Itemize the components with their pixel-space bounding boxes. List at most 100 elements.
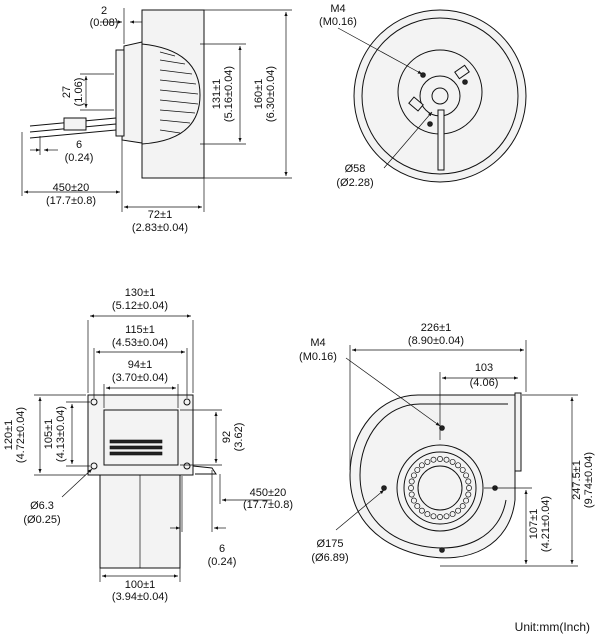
scroll-dia-mm: Ø175 bbox=[317, 538, 344, 550]
scroll-w226-in: (8.90±0.04) bbox=[408, 335, 464, 347]
scroll-h107-in: (4.21±0.04) bbox=[540, 496, 552, 552]
outlet-grille bbox=[109, 439, 163, 456]
outlet-w115-in: (4.53±0.04) bbox=[112, 337, 168, 349]
impeller-blade bbox=[424, 458, 431, 465]
scroll-impeller-blades bbox=[408, 456, 472, 520]
side-impeller-fins bbox=[159, 51, 199, 134]
side-flange-mm: 27 bbox=[61, 86, 73, 98]
outlet-view: 130±1 (5.12±0.04) 115±1 (4.53±0.04) 94±1… bbox=[3, 287, 293, 603]
side-cable-mm: 450±20 bbox=[53, 182, 90, 194]
scroll-thread: M4 bbox=[310, 337, 325, 349]
impeller-blade bbox=[418, 507, 425, 514]
scroll-h247-in: (9.74±0.04) bbox=[583, 452, 595, 508]
impeller-blade bbox=[459, 466, 466, 473]
front-thread: M4 bbox=[330, 3, 345, 15]
side-cable-in: (17.7±0.8) bbox=[46, 195, 96, 207]
scroll-h107-mm: 107±1 bbox=[528, 509, 540, 540]
impeller-blade bbox=[418, 462, 425, 469]
side-view: 2 (0.08) 27 (1.06) 6 (0.24) 450±20 (17.7… bbox=[21, 5, 292, 234]
scroll-outlet-flange bbox=[514, 392, 522, 472]
impeller-blade bbox=[437, 456, 443, 462]
side-outer-mm: 160±1 bbox=[253, 79, 265, 110]
scroll-w226-mm: 226±1 bbox=[421, 322, 452, 334]
outlet-hole-tr bbox=[183, 398, 191, 406]
side-flange-in: (1.06) bbox=[73, 78, 85, 107]
impeller-blade bbox=[455, 462, 462, 469]
front-screw-3 bbox=[427, 121, 433, 127]
impeller-blade bbox=[443, 513, 450, 520]
front-cable-exit bbox=[437, 109, 445, 171]
impeller-blade bbox=[437, 514, 443, 520]
impeller-blade bbox=[443, 456, 450, 463]
outlet-hole-bl bbox=[90, 462, 98, 470]
scroll-h247-mm: 247.5±1 bbox=[571, 460, 583, 500]
impeller-blade bbox=[410, 497, 417, 504]
outlet-h105-in: (4.13±0.04) bbox=[55, 406, 67, 462]
side-width-mm: 72±1 bbox=[148, 209, 172, 221]
side-cable bbox=[29, 117, 117, 139]
scroll-impeller bbox=[396, 444, 484, 532]
outlet-lead-in: (0.24) bbox=[208, 556, 237, 568]
outlet-h92-mm: 92 bbox=[221, 431, 233, 443]
side-flange-plate bbox=[115, 49, 125, 137]
side-impeller bbox=[141, 43, 201, 145]
impeller-blade bbox=[463, 497, 470, 504]
unit-label: Unit:mm(Inch) bbox=[514, 620, 590, 634]
impeller-blade bbox=[408, 491, 415, 498]
impeller-blade bbox=[414, 503, 421, 510]
outlet-cable-in: (17.7±0.8) bbox=[243, 499, 293, 511]
front-screw-2 bbox=[462, 79, 468, 85]
front-view: M4 (M0.16) Ø58 (Ø2.28) bbox=[319, 3, 527, 189]
impeller-blade bbox=[410, 472, 417, 479]
front-dia-mm: Ø58 bbox=[345, 163, 366, 175]
scroll-screw-bottom bbox=[439, 547, 445, 553]
outlet-h120-in: (4.72±0.04) bbox=[15, 407, 27, 463]
impeller-blade bbox=[449, 458, 456, 465]
side-inner-in: (5.16±0.04) bbox=[223, 66, 235, 122]
impeller-blade bbox=[463, 472, 470, 479]
outlet-hole-in: (Ø0.25) bbox=[23, 514, 60, 526]
impeller-blade bbox=[465, 478, 472, 485]
side-outer-in: (6.30±0.04) bbox=[265, 66, 277, 122]
outlet-w94-mm: 94±1 bbox=[128, 359, 152, 371]
scroll-w103-in: (4.06) bbox=[470, 377, 499, 389]
scroll-screw-left bbox=[381, 485, 387, 491]
scroll-dia-in: (Ø6.89) bbox=[311, 552, 348, 564]
scroll-thread-in: (M0.16) bbox=[299, 351, 337, 363]
scroll-hub bbox=[417, 465, 463, 511]
outlet-hole-br bbox=[183, 462, 191, 470]
impeller-blade bbox=[430, 513, 437, 520]
outlet-h92-in: (3.62) bbox=[233, 423, 245, 452]
impeller-blade bbox=[424, 511, 431, 518]
side-lead-in: (0.24) bbox=[65, 152, 94, 164]
impeller-blade bbox=[408, 478, 415, 485]
impeller-blade bbox=[430, 456, 437, 463]
impeller-blade bbox=[465, 491, 472, 498]
outlet-w94-in: (3.70±0.04) bbox=[112, 372, 168, 384]
outlet-w100-in: (3.94±0.04) bbox=[112, 591, 168, 603]
side-lead-mm: 6 bbox=[76, 139, 82, 151]
side-gap-mm: 2 bbox=[101, 5, 107, 17]
front-thread-in: (M0.16) bbox=[319, 16, 357, 28]
side-gap-in: (0.08) bbox=[90, 17, 119, 29]
outlet-h105-mm: 105±1 bbox=[43, 419, 55, 450]
outlet-w130-mm: 130±1 bbox=[125, 287, 156, 299]
outlet-w115-mm: 115±1 bbox=[125, 324, 155, 336]
outlet-w130-in: (5.12±0.04) bbox=[112, 300, 168, 312]
scroll-view: M4 (M0.16) 226±1 (8.90±0.04) 103 (4.06) … bbox=[299, 322, 595, 567]
scroll-screw-top bbox=[439, 425, 445, 431]
outlet-cable-mm: 450±20 bbox=[250, 487, 287, 499]
impeller-blade bbox=[414, 466, 421, 473]
impeller-blade bbox=[455, 507, 462, 514]
outlet-hole-mm: Ø6.3 bbox=[30, 500, 54, 512]
outlet-lead-mm: 6 bbox=[219, 543, 225, 555]
outlet-flange bbox=[87, 394, 194, 476]
side-motor-flange bbox=[121, 41, 143, 144]
side-width-in: (2.83±0.04) bbox=[132, 222, 188, 234]
impeller-blade bbox=[449, 511, 456, 518]
impeller-blade bbox=[459, 503, 466, 510]
front-dia-in: (Ø2.28) bbox=[336, 177, 373, 189]
impeller-blade bbox=[408, 485, 414, 491]
outlet-w100-mm: 100±1 bbox=[125, 579, 156, 591]
